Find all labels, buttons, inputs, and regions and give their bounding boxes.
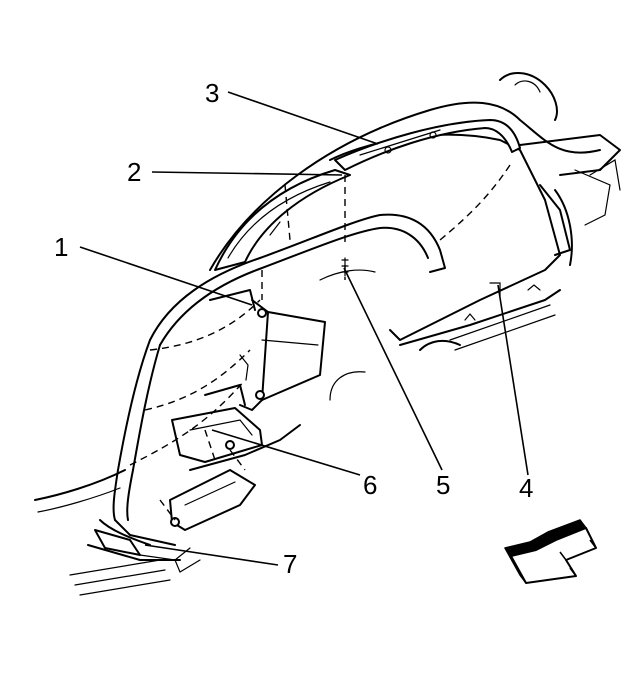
callout-1: 1 [54, 232, 68, 262]
wheelhouse-trim-panel [112, 213, 446, 546]
callout-3: 3 [205, 78, 219, 108]
rocker-panel-lines [34, 469, 201, 596]
callout-6: 6 [363, 470, 377, 500]
callout-5: 5 [436, 470, 450, 500]
assembly-hidden-lines [129, 164, 511, 521]
callout-7: 7 [283, 549, 297, 579]
wheel-well-background [319, 269, 376, 401]
screw-fastener [341, 257, 349, 277]
wheelhouse-upper-trim [214, 169, 351, 271]
rear-body-outline [209, 72, 621, 271]
callout-labels: 1 2 3 4 5 6 7 [54, 78, 533, 579]
callout-4: 4 [519, 473, 533, 503]
front-direction-arrow-icon [504, 519, 597, 584]
callout-2: 2 [127, 157, 141, 187]
callout-leaders [79, 91, 529, 566]
quarter-inner-panel [329, 133, 561, 351]
retainer-clip [489, 282, 501, 297]
upper-garnish-molding [334, 119, 521, 171]
